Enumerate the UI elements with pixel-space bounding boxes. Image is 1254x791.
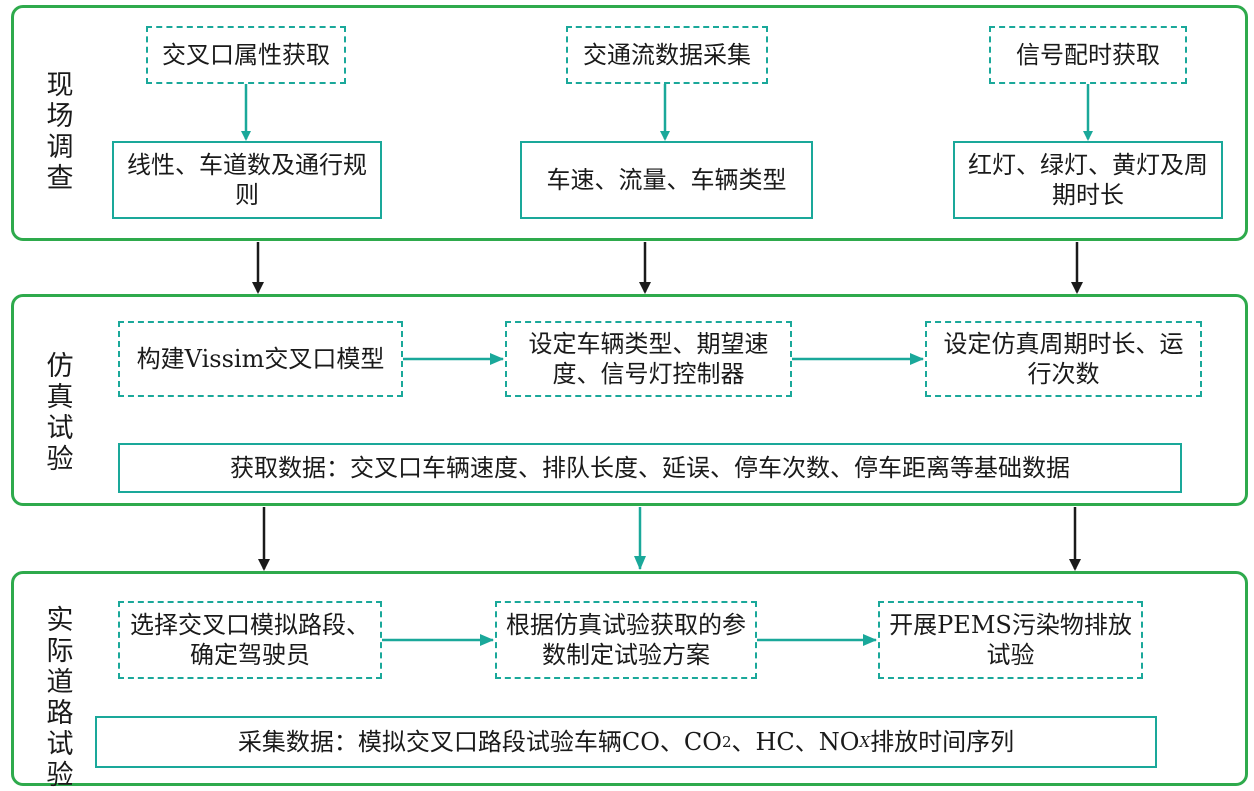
- step-traffic-flow-collection: 交通流数据采集: [566, 26, 768, 84]
- step-intersection-attributes: 交叉口属性获取: [146, 26, 346, 84]
- section-label-field-survey: 现场调查: [46, 70, 74, 194]
- step-make-test-plan: 根据仿真试验获取的参数制定试验方案: [495, 601, 757, 679]
- step-signal-timing: 信号配时获取: [989, 26, 1187, 84]
- sim-acquired-data: 获取数据：交叉口车辆速度、排队长度、延误、停车次数、停车距离等基础数据: [118, 443, 1182, 493]
- step-select-road-segment: 选择交叉口模拟路段、确定驾驶员: [118, 601, 382, 679]
- result-geometry-lanes: 线性、车道数及通行规则: [112, 141, 382, 219]
- step-build-vissim-model: 构建Vissim交叉口模型: [118, 321, 403, 397]
- section-label-simulation: 仿真试验: [46, 351, 74, 475]
- section-label-road-test: 实际道路试验: [46, 605, 74, 791]
- road-data-prefix: 采集数据：模拟交叉口路段试验车辆CO、CO: [237, 728, 722, 756]
- road-data-mid: 、HC、NO: [731, 728, 860, 756]
- step-set-vehicle-types: 设定车辆类型、期望速度、信号灯控制器: [505, 321, 792, 397]
- section-simulation: [11, 294, 1248, 506]
- result-signal-phases: 红灯、绿灯、黄灯及周期时长: [953, 141, 1223, 219]
- section-field-survey: [11, 5, 1248, 241]
- step-pems-emission-test: 开展PEMS污染物排放试验: [878, 601, 1143, 679]
- result-speed-volume: 车速、流量、车辆类型: [520, 141, 813, 219]
- road-data-suffix: 排放时间序列: [870, 728, 1015, 756]
- step-set-sim-period: 设定仿真周期时长、运行次数: [925, 321, 1202, 397]
